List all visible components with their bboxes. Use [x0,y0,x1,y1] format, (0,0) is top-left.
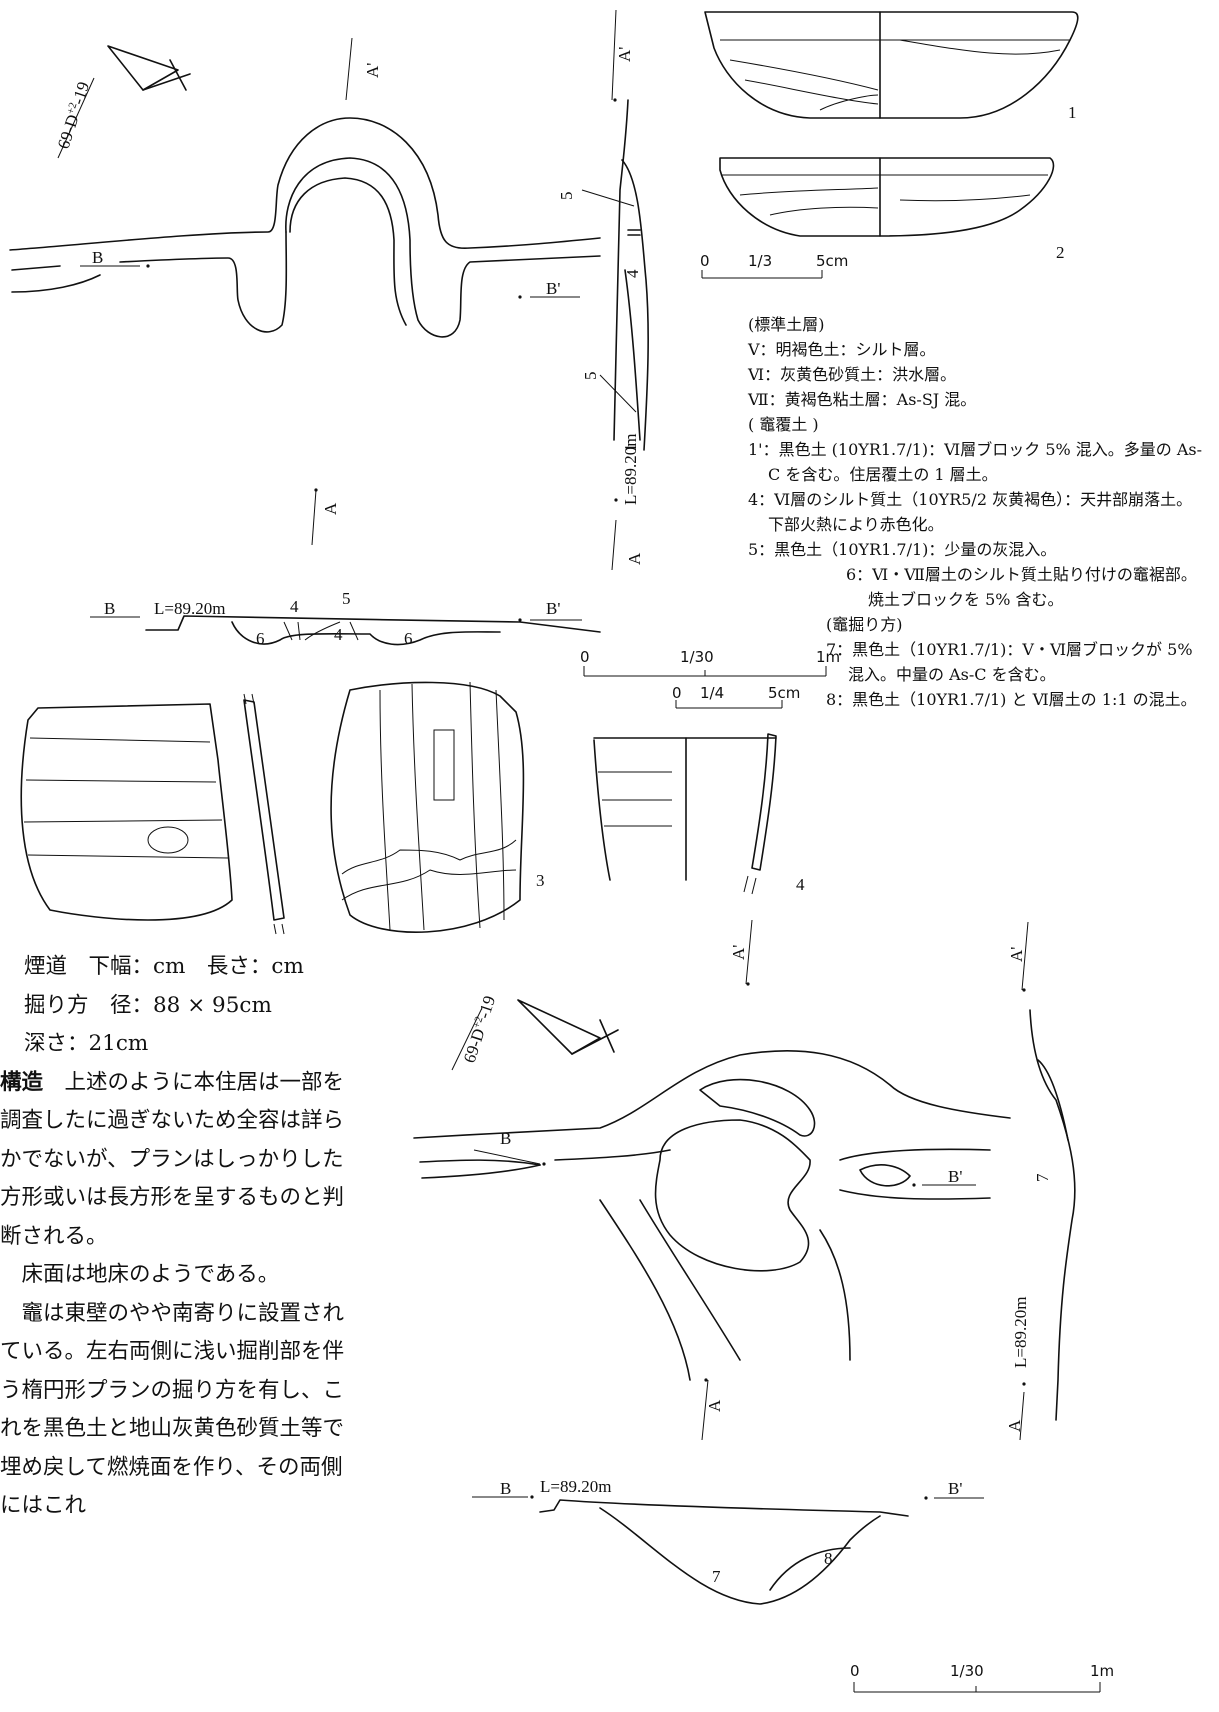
section-a-prime-top: A' [363,63,382,78]
scale-1-30-top: 0 1/30 1m [580,648,840,677]
section-b-prime-bottom: B' [948,1167,962,1186]
section-a-prime-bottom-vert: A' [1007,947,1026,962]
layer-4a: 4 [623,269,642,278]
pottery-2: 2 [719,157,1065,262]
elevation-bottom-vert: L=89.20m [1011,1297,1030,1368]
floor-paragraph: 床面は地床のようである。 [21,1262,280,1287]
section-a-bottom-vert: A [1005,1419,1024,1432]
layer-7-vert: 7 [1033,1173,1052,1182]
legend-kamado-cover-title: ( 竈覆土 ) [748,415,819,434]
section-b-prime-mid: B' [546,599,560,618]
svg-text:0: 0 [700,252,710,270]
svg-text:4: 4 [290,597,299,616]
elevation-top-vert: L=89.20m [621,434,640,505]
legend-layer-vi: Ⅵ：灰黄色砂質土：洪水層。 [748,365,957,384]
svg-text:5cm: 5cm [768,684,800,702]
svg-text:1/3: 1/3 [748,252,772,270]
svg-text:7: 7 [712,1567,721,1586]
kamado-paragraph: 竈は東壁のやや南寄りに設置されている。左右両側に浅い掘削部を伴う楕円形プランの掘… [0,1300,345,1519]
section-b-top: B [92,248,103,267]
section-a-top-vert: A [625,552,644,565]
flue-measurement: 煙道 下幅：cm 長さ：cm [24,954,304,979]
section-a-mid: A [321,502,340,515]
section-aa-bottom: A' 7 L=89.20m A [1005,921,1076,1441]
soil-layer-legend: (標準土層) Ⅴ：明褐色土：シルト層。 Ⅵ：灰黄色砂質土：洪水層。 Ⅶ：黄褐色粘… [748,312,1208,712]
legend-layer-4: 4：Ⅵ層のシルト質土（10YR5/2 灰黄褐色）：天井部崩落土。下部火熱により赤… [748,490,1193,534]
svg-text:5: 5 [342,589,351,608]
structure-paragraph: 構造 上述のように本住居は一部を調査したに過ぎないため全容は詳らかでないが、プラ… [0,1064,358,1257]
scale-1-30-bottom: 0 1/30 1m [850,1662,1114,1693]
artifact-4: 4 [593,733,805,895]
section-a-prime-top-vert: A' [615,47,634,62]
section-a-prime-bottom: A' [729,945,748,960]
pit-measurement: 掘り方 径：88 × 95cm [24,992,272,1018]
artifact-3: 3 [20,681,545,935]
section-aa-top: A' 5 4 5 1 L=89.20m A [557,9,649,571]
legend-layer-v: Ⅴ：明褐色土：シルト層。 [748,340,936,359]
svg-text:1/30: 1/30 [680,648,714,666]
svg-text:1/4: 1/4 [700,684,724,702]
svg-text:6: 6 [256,629,265,648]
legend-layer-7: 7：黒色土（10YR1.7/1)：Ⅴ・Ⅵ層ブロックが 5% 混入。中量の As-… [826,640,1193,684]
section-b-bottom: B [500,1129,511,1148]
grid-label-top: 69-D+2-19 [54,79,93,151]
pottery-1: 1 [704,11,1079,122]
structure-body: 上述のように本住居は一部を調査したに過ぎないため全容は詳らかでないが、プランはし… [0,1069,345,1249]
artifact-num-3: 3 [536,871,545,890]
legend-layer-8: 8：黒色土（10YR1.7/1) と Ⅵ層土の 1:1 の混土。 [826,690,1197,709]
svg-text:5cm: 5cm [816,252,848,270]
scale-1-3: 0 1/3 5cm [700,252,848,279]
scale-1-4: 0 1/4 5cm [672,684,800,709]
legend-layer-5: 5：黒色土（10YR1.7/1)：少量の灰混入。 [748,540,1057,559]
artifact-num-1: 1 [1068,103,1077,122]
grid-label-bottom: 69-D+2-19 [460,993,499,1065]
svg-text:6: 6 [404,629,413,648]
layer-5b: 5 [581,372,600,381]
layer-1a: 1 [621,444,640,453]
legend-layer-6: 6：Ⅵ・Ⅶ層土のシルト質土貼り付けの竈裾部。焼土ブロックを 5% 含む。 [846,565,1197,609]
section-a-bottom-plan: A [705,1399,724,1412]
svg-text:0: 0 [850,1662,860,1680]
structure-heading: 構造 [0,1069,44,1095]
svg-text:1/30: 1/30 [950,1662,984,1680]
section-b-mid: B [104,599,115,618]
section-b-prime-bottom-section: B' [948,1479,962,1498]
section-b-prime-top: B' [546,279,560,298]
kamado-plan-bottom: 69-D+2-19 A' B B' A [413,919,1011,1441]
body-text: 煙道 下幅：cm 長さ：cm 掘り方 径：88 × 95cm 深さ：21cm 構… [0,948,358,1526]
depth-measurement: 深さ：21cm [24,1031,149,1056]
section-bb-top: A B L=89.20m 6 4 6 4 5 B' [90,488,601,648]
svg-text:0: 0 [672,684,682,702]
legend-layer-vii: Ⅶ：黄褐色粘土層：As-SJ 混。 [748,390,977,409]
section-bb-bottom: B L=89.20m 7 8 B' [472,1477,984,1605]
artifact-num-2: 2 [1056,243,1065,262]
svg-text:4: 4 [334,625,343,644]
svg-text:0: 0 [580,648,590,666]
artifact-num-4: 4 [796,875,805,894]
svg-text:1m: 1m [816,648,840,666]
svg-text:1m: 1m [1090,1662,1114,1680]
elevation-bottom: L=89.20m [540,1477,611,1496]
legend-layer-1: 1'：黒色土 (10YR1.7/1)：Ⅵ層ブロック 5% 混入。多量の As-C… [748,440,1203,484]
elevation-mid: L=89.20m [154,599,225,618]
legend-kamado-pit-title: (竈掘り方) [826,615,903,634]
legend-standard-title: (標準土層) [748,315,825,334]
layer-5a: 5 [557,192,576,201]
section-b-bottom-section: B [500,1479,511,1498]
kamado-plan-top: 69-D+2-19 A' B B' [9,37,601,338]
svg-text:8: 8 [824,1549,833,1568]
